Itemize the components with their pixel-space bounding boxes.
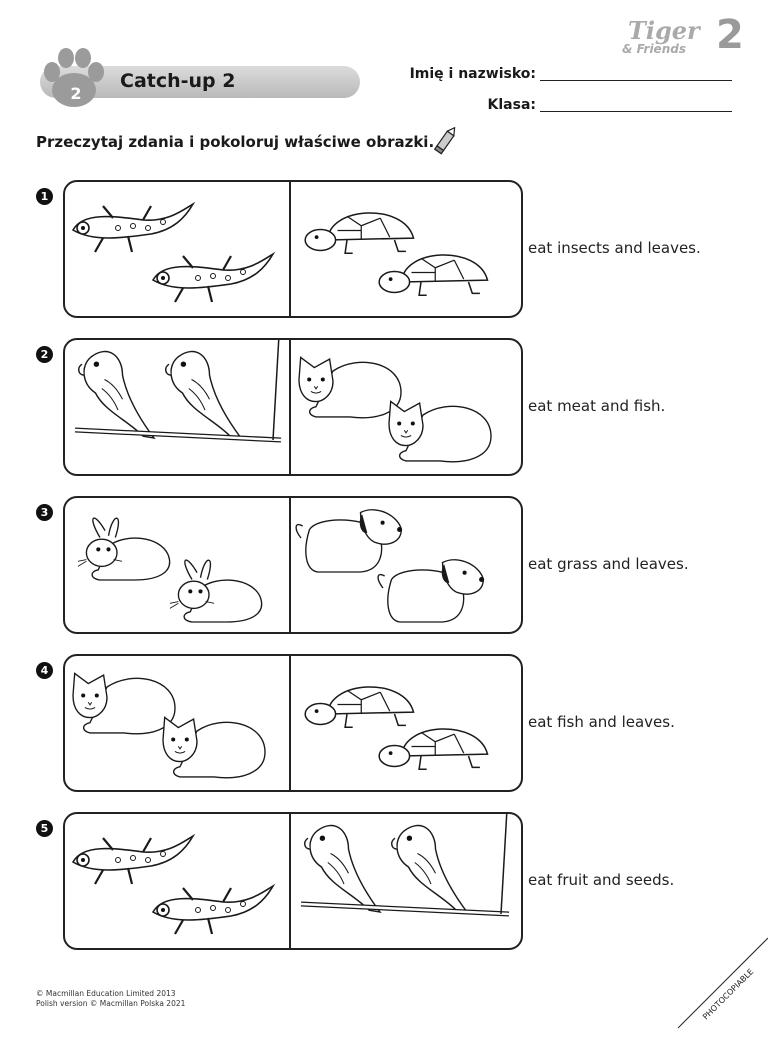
exercise-sentence: eat meat and fish. [528, 397, 666, 415]
cat-picture-right[interactable] [291, 340, 517, 474]
exercise-picture-panel [63, 180, 523, 318]
exercise-picture-panel [63, 338, 523, 476]
panel-divider [289, 814, 291, 948]
class-label: Klasa: [487, 97, 536, 113]
instruction-text: Przeczytaj zdania i pokoloruj właściwe o… [36, 133, 435, 151]
cat-icon [298, 356, 492, 463]
exercise-sentence: eat grass and leaves. [528, 555, 689, 573]
exercise-number: 1 [36, 188, 53, 205]
copyright-footer: © Macmillan Education Limited 2013 Polis… [36, 989, 185, 1009]
exercise-number: 3 [36, 504, 53, 521]
panel-divider [289, 182, 291, 316]
panel-divider [289, 340, 291, 474]
parrot-picture-left[interactable] [65, 340, 289, 474]
dog-icon [295, 509, 485, 623]
parrot-icon [300, 814, 510, 917]
tortoise-icon [304, 212, 489, 297]
unit-number: 2 [70, 84, 82, 103]
name-field[interactable] [540, 80, 732, 81]
exercise-number: 2 [36, 346, 53, 363]
paw-badge-icon [44, 48, 104, 107]
photocopiable-corner: PHOTOCOPIABLE [677, 937, 768, 1029]
lizard-picture-left[interactable] [65, 182, 289, 316]
exercise-sentence: eat insects and leaves. [528, 239, 701, 257]
tiger-friends-logo: Tiger & Friends 2 [622, 12, 744, 64]
parrot-picture-right[interactable] [291, 814, 517, 948]
tortoise-picture-right[interactable] [291, 656, 517, 790]
exercise-sentence: eat fruit and seeds. [528, 871, 675, 889]
dog-picture-right[interactable] [291, 498, 517, 632]
logo-line1: Tiger [628, 16, 700, 45]
panel-divider [289, 656, 291, 790]
lizard-icon [71, 201, 276, 303]
logo-line2: & Friends [622, 42, 686, 56]
rabbit-picture-left[interactable] [65, 498, 289, 632]
tortoise-icon [304, 686, 489, 771]
exercise-picture-panel [63, 654, 523, 792]
exercise-picture-panel [63, 812, 523, 950]
exercise-sentence: eat fish and leaves. [528, 713, 675, 731]
tortoise-picture-right[interactable] [291, 182, 517, 316]
parrot-icon [74, 340, 282, 443]
lizard-icon [71, 833, 276, 935]
exercise-number: 5 [36, 820, 53, 837]
unit-title: Catch-up 2 [120, 70, 236, 92]
class-field[interactable] [540, 111, 732, 112]
photocopiable-label: PHOTOCOPIABLE [701, 967, 755, 1021]
logo-number: 2 [716, 12, 744, 58]
copyright-line2: Polish version © Macmillan Polska 2021 [36, 999, 186, 1008]
name-label: Imię i nazwisko: [409, 66, 536, 82]
lizard-picture-left[interactable] [65, 814, 289, 948]
cat-picture-left[interactable] [65, 656, 289, 790]
exercise-number: 4 [36, 662, 53, 679]
exercise-picture-panel [63, 496, 523, 634]
rabbit-icon [77, 517, 263, 623]
copyright-line1: © Macmillan Education Limited 2013 [36, 989, 176, 998]
cat-icon [72, 672, 266, 779]
panel-divider [289, 498, 291, 632]
pencil-icon [433, 126, 456, 155]
